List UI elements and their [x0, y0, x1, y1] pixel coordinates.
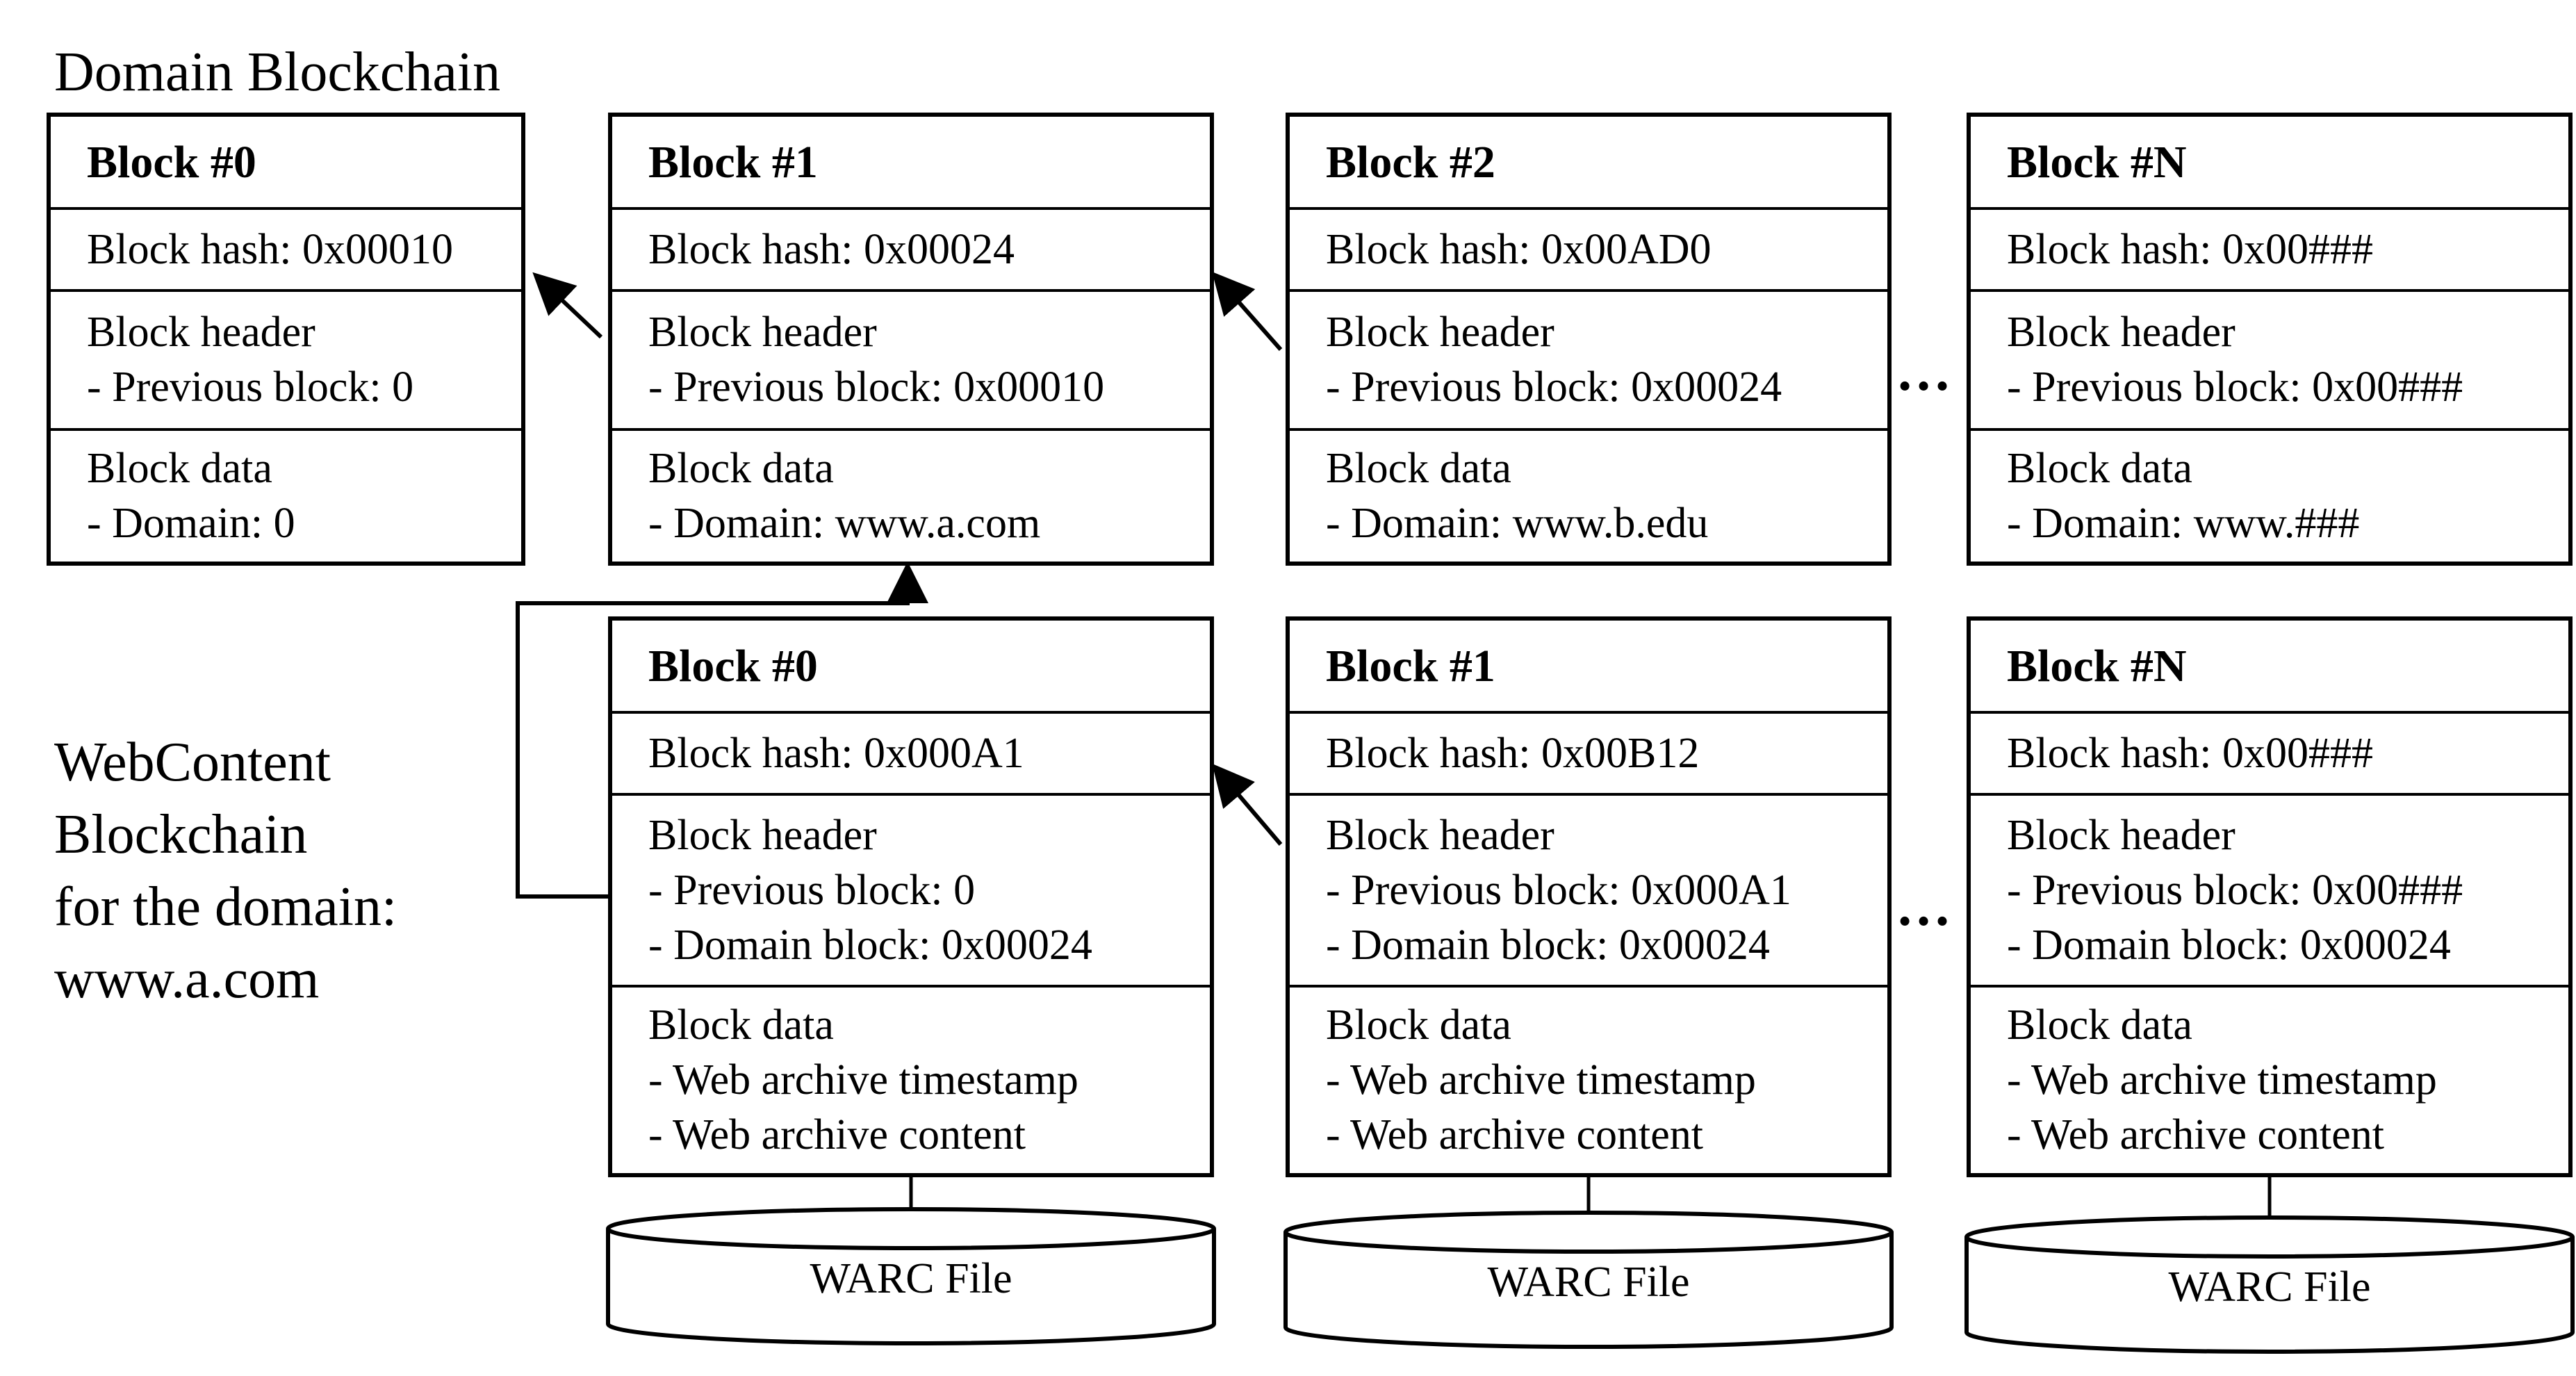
domain-link-arrow-1-to-0: [532, 272, 603, 339]
block-data-content: - Web archive content: [1326, 1111, 1704, 1158]
block-hash: Block hash: 0x00024: [612, 207, 1210, 289]
domain-link-arrow-2-to-1: [1212, 272, 1283, 351]
block-header: Block header - Previous block: 0: [51, 289, 521, 428]
block-header-label: Block header: [87, 309, 315, 356]
block-header-label: Block header: [2007, 309, 2235, 356]
block-data: Block data - Web archive timestamp - Web…: [1290, 985, 1887, 1173]
block-data-label: Block data: [2007, 445, 2192, 492]
block-title: Block #1: [648, 136, 818, 188]
block-data: Block data - Domain: www.a.com: [612, 428, 1210, 562]
block-data-content: - Web archive content: [648, 1111, 1026, 1158]
block-data-domain: - Domain: 0: [87, 500, 295, 547]
block-header-previous: - Previous block: 0x00###: [2007, 363, 2463, 411]
block-data-content: - Web archive content: [2007, 1111, 2385, 1158]
warc-file-label-0: WARC File: [810, 1255, 1012, 1302]
block-header-previous: - Previous block: 0x000A1: [1326, 866, 1791, 914]
block-data-timestamp: - Web archive timestamp: [1326, 1056, 1756, 1104]
warc-file-cylinder-1: [1283, 1211, 1894, 1349]
block-header-label: Block header: [648, 309, 877, 356]
block-data-label: Block data: [648, 1001, 834, 1049]
domain-block-n: Block #N Block hash: 0x00### Block heade…: [1967, 113, 2573, 566]
block-header-label: Block header: [2007, 811, 2235, 859]
block-hash: Block hash: 0x00AD0: [1290, 207, 1887, 289]
domain-blockchain-title: Domain Blockchain: [54, 42, 501, 103]
domain-block-reference-connector: [516, 562, 928, 899]
webcontent-title-line: Blockchain: [54, 804, 308, 865]
block-header-label: Block header: [1326, 811, 1554, 859]
block-data: Block data - Domain: www.###: [1971, 428, 2568, 562]
block-data: Block data - Web archive timestamp - Web…: [612, 985, 1210, 1173]
block-header-previous: - Previous block: 0: [87, 363, 414, 411]
block-data: Block data - Web archive timestamp - Web…: [1971, 985, 2568, 1173]
block-title: Block #2: [1326, 136, 1495, 188]
webcontent-link-arrow-1-to-0: [1212, 763, 1283, 846]
block-title: Block #N: [2007, 640, 2187, 691]
webcontent-title-line: WebContent: [54, 732, 331, 793]
block-data-label: Block data: [1326, 445, 1511, 492]
block-data-label: Block data: [2007, 1001, 2192, 1049]
block-data-label: Block data: [87, 445, 272, 492]
block-header-domain-block: - Domain block: 0x00024: [2007, 921, 2451, 969]
block-header-previous: - Previous block: 0x00024: [1326, 363, 1782, 411]
block-header-label: Block header: [648, 811, 877, 859]
block-title: Block #N: [2007, 136, 2187, 188]
warc-file-cylinder-2: [1964, 1215, 2575, 1354]
block-header: Block header - Previous block: 0 - Domai…: [612, 793, 1210, 985]
block-hash: Block hash: 0x00B12: [1290, 711, 1887, 793]
warc-file-label-1: WARC File: [1487, 1259, 1690, 1306]
block-hash: Block hash: 0x00###: [1971, 711, 2568, 793]
block-header-previous: - Previous block: 0: [648, 866, 976, 914]
block-header: Block header - Previous block: 0x00010: [612, 289, 1210, 428]
block-hash: Block hash: 0x00010: [51, 207, 521, 289]
block-header-previous: - Previous block: 0x00###: [2007, 866, 2463, 914]
block-header-domain-block: - Domain block: 0x00024: [648, 921, 1092, 969]
domain-chain-ellipsis: …: [1896, 341, 1954, 402]
block-header-previous: - Previous block: 0x00010: [648, 363, 1105, 411]
domain-block-2: Block #2 Block hash: 0x00AD0 Block heade…: [1286, 113, 1892, 566]
webcontent-blockchain-title: WebContent Blockchain for the domain: ww…: [54, 726, 397, 1015]
block-header: Block header - Previous block: 0x00024: [1290, 289, 1887, 428]
block-data-timestamp: - Web archive timestamp: [2007, 1056, 2437, 1104]
block-data-label: Block data: [1326, 1001, 1511, 1049]
block-header: Block header - Previous block: 0x00###: [1971, 289, 2568, 428]
block-hash: Block hash: 0x00###: [1971, 207, 2568, 289]
block-hash: Block hash: 0x000A1: [612, 711, 1210, 793]
webcontent-block-1: Block #1 Block hash: 0x00B12 Block heade…: [1286, 616, 1892, 1177]
block-header-domain-block: - Domain block: 0x00024: [1326, 921, 1770, 969]
block-title: Block #0: [648, 640, 818, 691]
webcontent-block-n: Block #N Block hash: 0x00### Block heade…: [1967, 616, 2573, 1177]
warc-file-cylinder-0: [606, 1207, 1216, 1345]
block-title: Block #1: [1326, 640, 1495, 691]
block-header-label: Block header: [1326, 309, 1554, 356]
webcontent-title-line: www.a.com: [54, 949, 320, 1010]
warc-file-label-2: WARC File: [2168, 1263, 2371, 1311]
webcontent-title-line: for the domain:: [54, 876, 397, 937]
domain-block-0: Block #0 Block hash: 0x00010 Block heade…: [47, 113, 525, 566]
block-header: Block header - Previous block: 0x00### -…: [1971, 793, 2568, 985]
block-data-label: Block data: [648, 445, 834, 492]
domain-block-1: Block #1 Block hash: 0x00024 Block heade…: [608, 113, 1214, 566]
block-header: Block header - Previous block: 0x000A1 -…: [1290, 793, 1887, 985]
block-data-timestamp: - Web archive timestamp: [648, 1056, 1078, 1104]
block-data-domain: - Domain: www.###: [2007, 500, 2360, 547]
block-data-domain: - Domain: www.b.edu: [1326, 500, 1709, 547]
webcontent-block-0: Block #0 Block hash: 0x000A1 Block heade…: [608, 616, 1214, 1177]
block-data-domain: - Domain: www.a.com: [648, 500, 1041, 547]
block-data: Block data - Domain: 0: [51, 428, 521, 562]
block-title: Block #0: [87, 136, 256, 188]
block-data: Block data - Domain: www.b.edu: [1290, 428, 1887, 562]
webcontent-chain-ellipsis: …: [1896, 876, 1954, 937]
